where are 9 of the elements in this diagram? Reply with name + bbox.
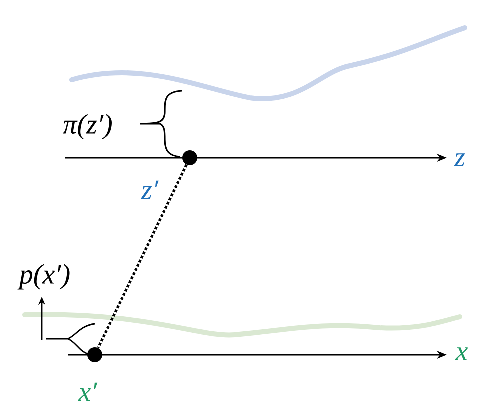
dotted-line xyxy=(97,164,188,349)
axis-label: x xyxy=(455,348,468,360)
axis-label: π(z′) xyxy=(63,114,112,140)
axis-label: z xyxy=(454,154,466,166)
point xyxy=(88,348,102,362)
point xyxy=(182,150,198,166)
axis-label: p(x′) xyxy=(18,264,70,290)
point-label: z′ xyxy=(141,180,159,200)
point-label: x′ xyxy=(78,382,98,402)
